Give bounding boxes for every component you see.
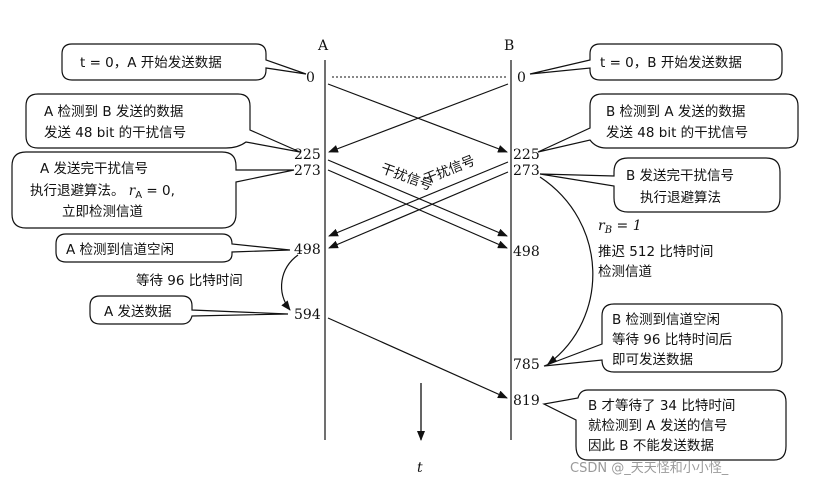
callout-b-idle-line-3: 即可发送数据	[612, 352, 693, 368]
jam-label-right: 干扰信号	[422, 153, 478, 188]
watermark: CSDN @_天天怪和小小怪_	[570, 461, 729, 476]
time-axis-label: t	[417, 460, 423, 476]
b-data-signal	[328, 83, 509, 153]
a-time-0: 0	[306, 70, 315, 86]
b-time-785: 785	[513, 357, 540, 373]
callout-b-blocked: B 才等待了 34 比特时间 就检测到 A 发送的信号 因此 B 不能发送数据	[542, 389, 787, 461]
b-time-225: 225	[513, 147, 540, 163]
callout-a-detect-line-1: A 检测到 B 发送的数据	[44, 104, 183, 120]
callout-a-jam-done-line-3: 立即检测信道	[62, 204, 143, 220]
callout-b-start-text: t = 0，B 开始发送数据	[600, 55, 742, 71]
a-jam-signal-bottom	[327, 169, 508, 249]
b-time-819: 819	[513, 393, 540, 409]
callout-b-blocked-line-3: 因此 B 不能发送数据	[588, 438, 714, 454]
callout-a-jam-done: A 发送完干扰信号 执行退避算法。 rA = 0, 立即检测信道	[11, 151, 295, 229]
callout-a-detect: A 检测到 B 发送的数据 发送 48 bit 的干扰信号	[25, 93, 301, 153]
a-wait-note: 等待 96 比特时间	[136, 272, 243, 289]
b-backoff-arrow	[539, 176, 594, 365]
a-time-273: 273	[294, 163, 321, 179]
callout-a-send-text: A 发送数据	[104, 304, 172, 320]
b-jam-signal-top	[328, 161, 509, 237]
a-wait-arrow	[281, 254, 299, 311]
callout-b-blocked-line-1: B 才等待了 34 比特时间	[588, 397, 735, 414]
a-time-225: 225	[294, 147, 321, 163]
b-jam-signal-bottom	[328, 171, 509, 249]
callout-a-start: t = 0，A 开始发送数据	[61, 43, 307, 81]
callout-a-start-text: t = 0，A 开始发送数据	[80, 55, 222, 71]
b-time-273: 273	[513, 163, 540, 179]
b-backoff-line-2: 推迟 512 比特时间	[598, 244, 713, 260]
callout-b-detect-line-1: B 检测到 A 发送的数据	[606, 104, 745, 120]
callout-b-jam-done: B 发送完干扰信号 执行退避算法	[539, 157, 781, 213]
callout-b-detect-line-2: 发送 48 bit 的干扰信号	[606, 125, 748, 141]
b-time-0: 0	[517, 70, 526, 86]
callout-b-idle-line-1: B 检测到信道空闲	[612, 312, 720, 328]
a-time-498: 498	[294, 242, 321, 258]
callout-b-idle: B 检测到信道空闲 等待 96 比特时间后 即可发送数据	[543, 303, 783, 373]
callout-b-idle-line-2: 等待 96 比特时间后	[612, 331, 732, 348]
a-time-594: 594	[294, 307, 321, 323]
callout-b-jam-done-line-2: 执行退避算法	[640, 190, 721, 206]
station-b-label: B	[504, 38, 514, 54]
callout-a-idle: A 检测到信道空闲	[55, 233, 291, 263]
a-resend-signal	[327, 317, 508, 399]
b-time-498: 498	[513, 244, 540, 260]
callout-a-jam-done-line-2: 执行退避算法。 rA = 0,	[30, 183, 175, 201]
callout-b-start: t = 0，B 开始发送数据	[529, 43, 783, 81]
station-a-label: A	[317, 38, 329, 54]
callout-a-jam-done-line-1: A 发送完干扰信号	[40, 161, 148, 177]
b-backoff-rb: rB = 1	[598, 218, 642, 236]
b-backoff-note: rB = 1 推迟 512 比特时间 检测信道	[598, 218, 713, 280]
callout-b-blocked-line-2: 就检测到 A 发送的信号	[588, 418, 727, 434]
a-jam-signal-top	[327, 159, 508, 237]
callout-a-send: A 发送数据	[89, 295, 289, 325]
b-backoff-line-3: 检测信道	[598, 264, 652, 280]
callout-a-idle-text: A 检测到信道空闲	[66, 242, 174, 258]
callout-b-jam-done-line-1: B 发送完干扰信号	[626, 168, 734, 184]
callout-a-detect-line-2: 发送 48 bit 的干扰信号	[44, 125, 186, 141]
callout-b-detect: B 检测到 A 发送的数据 发送 48 bit 的干扰信号	[537, 93, 799, 153]
